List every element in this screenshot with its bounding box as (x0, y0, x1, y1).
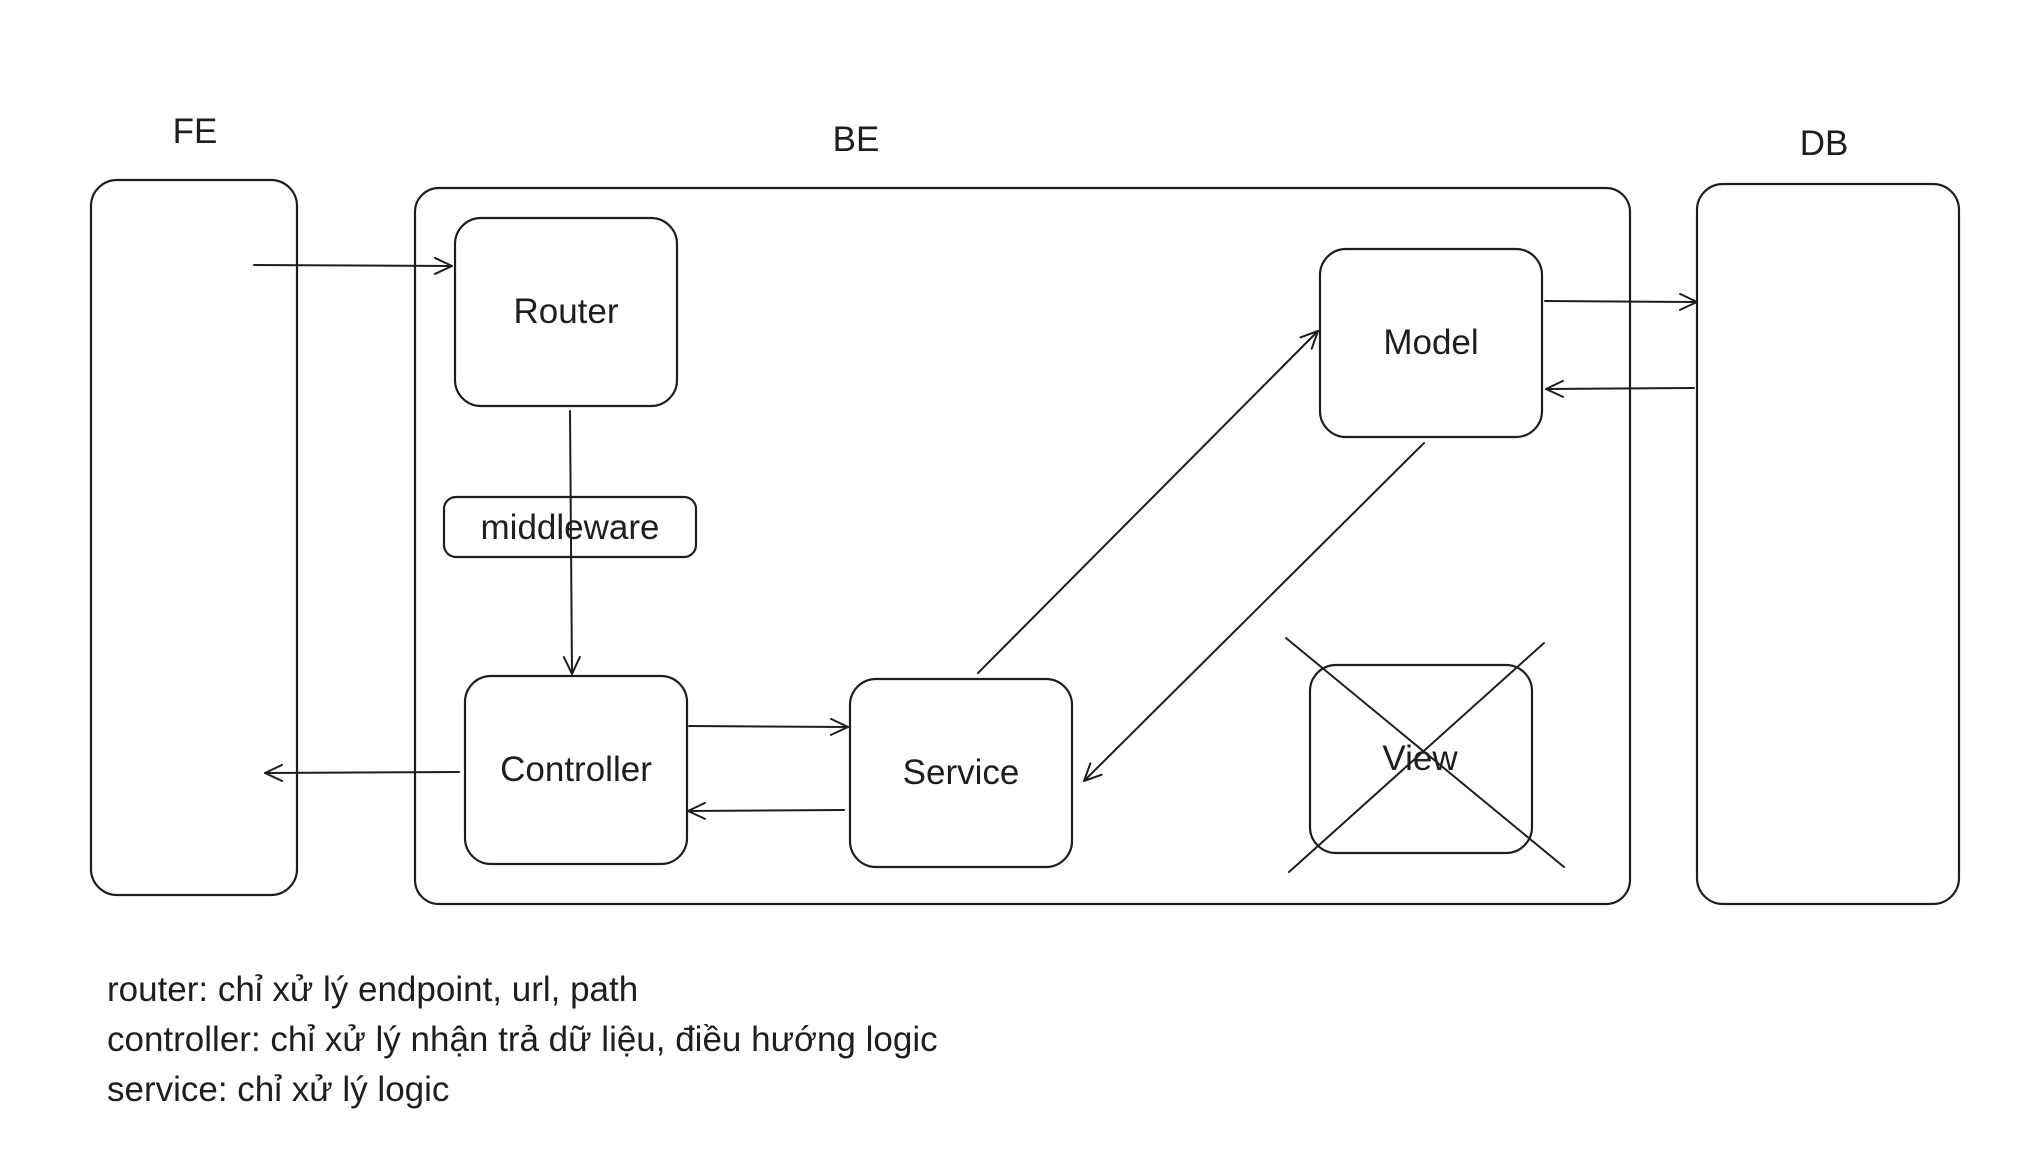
arrow-service-to-controller (687, 801, 845, 820)
view-node[interactable]: View (1285, 637, 1565, 873)
view-cross-line-a (1285, 637, 1565, 868)
controller-node[interactable]: Controller (463, 674, 689, 866)
arrow-controller-to-service (688, 717, 849, 736)
model-node[interactable]: Model (1318, 247, 1544, 439)
model-label: Model (1383, 323, 1478, 362)
fe-title: FE (173, 112, 218, 151)
service-label: Service (903, 753, 1020, 792)
note-controller: controller: chỉ xử lý nhận trả dữ liệu, … (107, 1020, 938, 1059)
controller-label: Controller (500, 750, 652, 789)
router-label: Router (513, 292, 618, 331)
note-service: service: chỉ xử lý logic (107, 1070, 450, 1109)
notes-block: router: chỉ xử lý endpoint, url, path co… (107, 965, 938, 1115)
be-title: BE (833, 120, 880, 159)
db-title: DB (1800, 124, 1849, 163)
arrow-controller-to-fe (264, 763, 460, 782)
view-cross-line-b (1288, 642, 1545, 873)
arrow-service-to-model (977, 330, 1319, 674)
arrow-model-to-service (1083, 442, 1425, 782)
be-container[interactable] (413, 186, 1632, 906)
service-node[interactable]: Service (848, 677, 1074, 869)
fe-container[interactable] (89, 178, 299, 897)
arrow-router-to-controller (562, 410, 581, 675)
view-label: View (1382, 739, 1458, 778)
arrow-fe-to-router (253, 256, 453, 275)
router-node[interactable]: Router (453, 216, 679, 408)
note-router: router: chỉ xử lý endpoint, url, path (107, 970, 639, 1009)
arrow-model-to-db (1544, 292, 1698, 311)
arrow-db-to-model (1545, 379, 1695, 398)
db-container[interactable] (1695, 182, 1961, 906)
